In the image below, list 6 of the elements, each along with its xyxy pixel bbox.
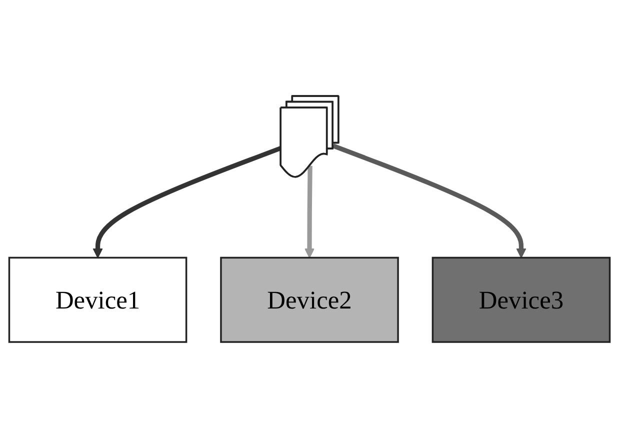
arrow <box>92 146 282 258</box>
node-box <box>220 256 399 343</box>
node-box <box>432 256 611 343</box>
arrow <box>332 144 526 258</box>
arrow <box>304 166 315 258</box>
node-box <box>8 256 188 343</box>
